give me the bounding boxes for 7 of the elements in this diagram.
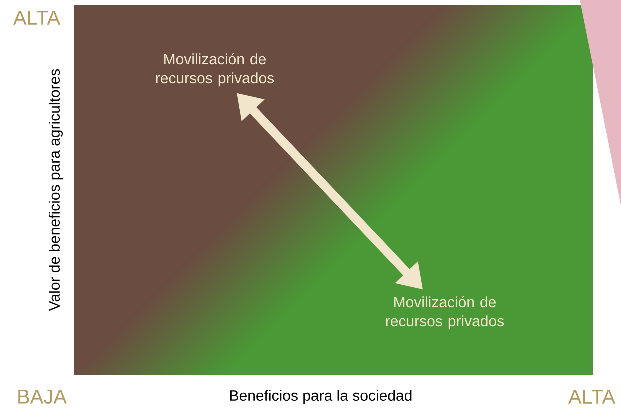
axis-end-label: BAJA [18, 390, 67, 404]
axis-title: Valor de beneficios para agricultores [49, 69, 63, 312]
axis-end-label: ALTA [568, 390, 616, 404]
axis-end-label: ALTA [14, 11, 60, 25]
text-label: Movilización de recursos privados [386, 296, 504, 330]
text-label: Movilización de recursos privados [156, 53, 274, 87]
axis-title: Beneficios para la sociedad [230, 390, 412, 404]
